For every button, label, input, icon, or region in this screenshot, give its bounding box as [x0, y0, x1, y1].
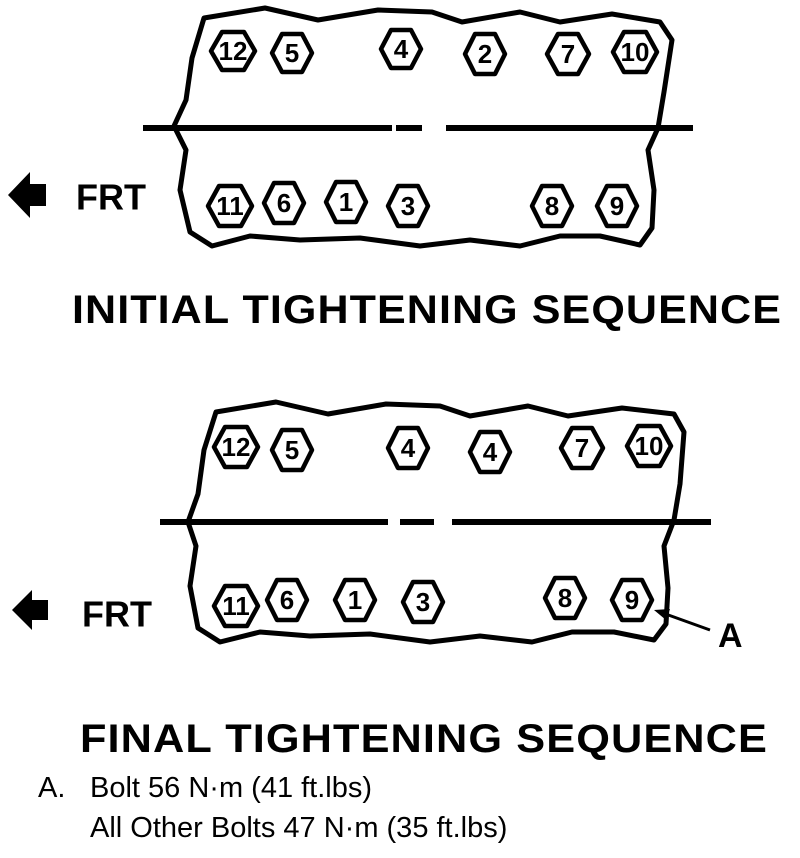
initial-frt-label: FRT [76, 177, 146, 218]
final-bolt-4b: 4 [467, 429, 513, 475]
initial-bolt-12: 12 [208, 29, 258, 73]
svg-text:9: 9 [625, 585, 639, 615]
initial-bolt-3: 3 [385, 183, 431, 229]
svg-text:4: 4 [394, 34, 409, 64]
svg-text:4: 4 [401, 433, 416, 463]
svg-text:8: 8 [558, 583, 572, 613]
final-bolt-12: 12 [211, 424, 261, 470]
svg-text:2: 2 [478, 39, 492, 69]
final-bolt-11: 11 [211, 583, 261, 629]
initial-bolt-11: 11 [205, 183, 255, 229]
svg-text:4: 4 [483, 437, 498, 467]
torque-note-key: A. [38, 772, 66, 804]
initial-bolt-5: 5 [269, 31, 315, 75]
final-bolt-10: 10 [624, 423, 674, 469]
callout-label-a: A [718, 617, 743, 655]
svg-text:10: 10 [621, 37, 650, 67]
torque-note-text: Bolt 56 N·m (41 ft.lbs) [90, 772, 373, 804]
final-bolt-6: 6 [264, 577, 310, 623]
svg-text:5: 5 [285, 38, 299, 68]
svg-text:11: 11 [222, 591, 250, 621]
svg-text:3: 3 [401, 191, 415, 221]
initial-bolt-8: 8 [529, 183, 575, 229]
svg-text:12: 12 [222, 432, 251, 462]
initial-bolt-9: 9 [594, 183, 640, 229]
final-sequence-diagram: FRT 12 5 4 4 7 10 11 [12, 399, 768, 761]
final-head-outline [185, 399, 687, 645]
torque-note-a: A. Bolt 56 N·m (41 ft.lbs) [38, 772, 372, 805]
svg-text:12: 12 [219, 36, 248, 66]
svg-text:6: 6 [277, 188, 291, 218]
initial-bolt-4: 4 [378, 27, 424, 71]
final-frt-label: FRT [82, 594, 152, 635]
initial-sequence-diagram: FRT 12 5 4 2 7 10 11 [8, 5, 782, 332]
initial-bolt-2: 2 [462, 31, 508, 77]
final-bolt-7: 7 [558, 425, 606, 471]
svg-text:8: 8 [545, 191, 559, 221]
final-bolt-8: 8 [542, 575, 588, 621]
initial-bolt-7: 7 [544, 31, 592, 77]
initial-front-arrow-icon [8, 172, 46, 218]
final-bolt-1: 1 [332, 577, 378, 623]
torque-note-other: All Other Bolts 47 N·m (35 ft.lbs) [90, 812, 507, 845]
svg-text:11: 11 [216, 191, 244, 221]
final-bolt-3: 3 [400, 579, 446, 625]
final-bolt-9: 9 [609, 577, 655, 623]
svg-text:7: 7 [561, 39, 575, 69]
initial-bolt-6: 6 [261, 180, 307, 226]
svg-text:7: 7 [575, 433, 589, 463]
initial-sequence-title: INITIAL TIGHTENING SEQUENCE [72, 288, 782, 332]
final-sequence-title: FINAL TIGHTENING SEQUENCE [80, 717, 768, 761]
svg-text:5: 5 [285, 435, 299, 465]
svg-text:1: 1 [348, 585, 362, 615]
initial-head-outline [171, 5, 675, 249]
final-front-arrow-icon [12, 590, 48, 630]
svg-text:6: 6 [280, 585, 294, 615]
svg-text:1: 1 [339, 187, 353, 217]
svg-text:9: 9 [610, 191, 624, 221]
initial-bolt-10: 10 [610, 29, 660, 75]
final-bolt-4a: 4 [385, 425, 431, 471]
svg-text:3: 3 [416, 587, 430, 617]
final-bolt-5: 5 [269, 427, 315, 473]
initial-bolt-1: 1 [323, 179, 369, 225]
callout-leader-line [659, 610, 711, 632]
svg-text:10: 10 [635, 431, 664, 461]
torque-note-text: All Other Bolts 47 N·m (35 ft.lbs) [90, 812, 508, 844]
callout-arrowhead-icon [654, 609, 670, 620]
